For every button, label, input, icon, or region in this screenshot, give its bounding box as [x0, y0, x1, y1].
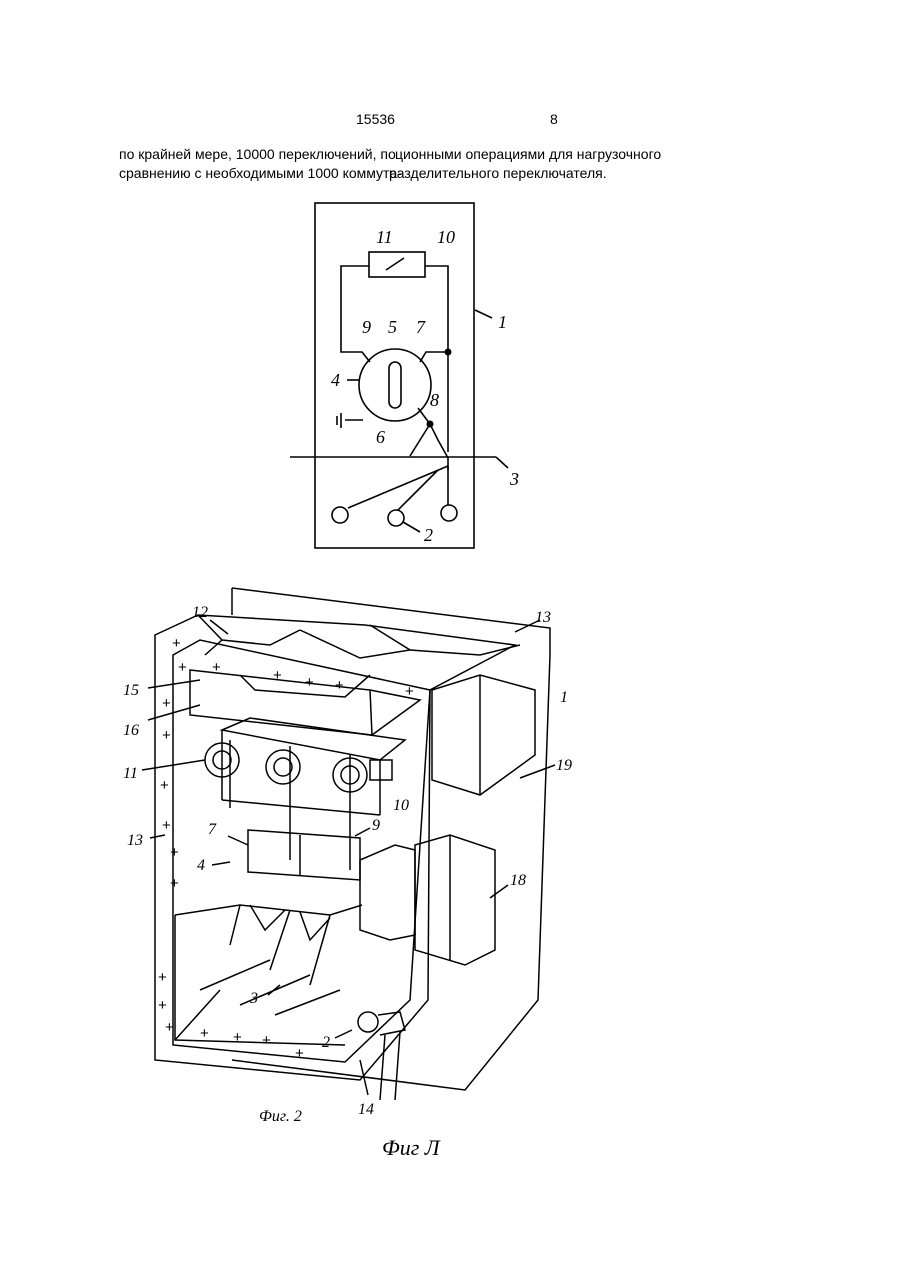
svg-text:+: + [170, 844, 179, 861]
figure-caption-small: Фиг. 2 [259, 1108, 302, 1126]
label-2: 2 [322, 1034, 330, 1051]
label-4: 4 [197, 857, 205, 874]
svg-text:+: + [162, 695, 171, 712]
svg-text:+: + [178, 659, 187, 676]
svg-text:+: + [170, 875, 179, 892]
svg-text:+: + [295, 1045, 304, 1062]
svg-text:+: + [273, 667, 282, 684]
label-12: 12 [192, 604, 208, 621]
svg-text:+: + [165, 1019, 174, 1036]
svg-text:+: + [233, 1029, 242, 1046]
svg-text:+: + [200, 1025, 209, 1042]
label-19: 19 [556, 757, 572, 774]
svg-text:+: + [405, 683, 414, 700]
label-13-top: 13 [535, 609, 551, 626]
label-7: 7 [208, 821, 217, 838]
label-3: 3 [249, 990, 258, 1007]
label-14: 14 [358, 1101, 374, 1118]
svg-text:+: + [172, 635, 181, 652]
svg-text:+: + [162, 817, 171, 834]
label-10: 10 [393, 797, 409, 814]
label-11: 11 [123, 765, 138, 782]
label-13-left: 13 [127, 832, 143, 849]
svg-text:+: + [162, 727, 171, 744]
figure-caption-large: Фиг Л [382, 1135, 440, 1161]
label-16: 16 [123, 722, 139, 739]
label-18: 18 [510, 872, 526, 889]
svg-text:+: + [335, 677, 344, 694]
svg-text:+: + [158, 969, 167, 986]
svg-text:+: + [212, 659, 221, 676]
svg-text:+: + [160, 777, 169, 794]
label-1: 1 [560, 689, 568, 706]
svg-text:+: + [305, 674, 314, 691]
label-15: 15 [123, 682, 139, 699]
svg-text:+: + [158, 997, 167, 1014]
frame-plus-marks: + + + + + + + + + + + + + + + + + + + + [158, 635, 414, 1062]
label-9: 9 [372, 817, 380, 834]
svg-text:+: + [262, 1032, 271, 1049]
